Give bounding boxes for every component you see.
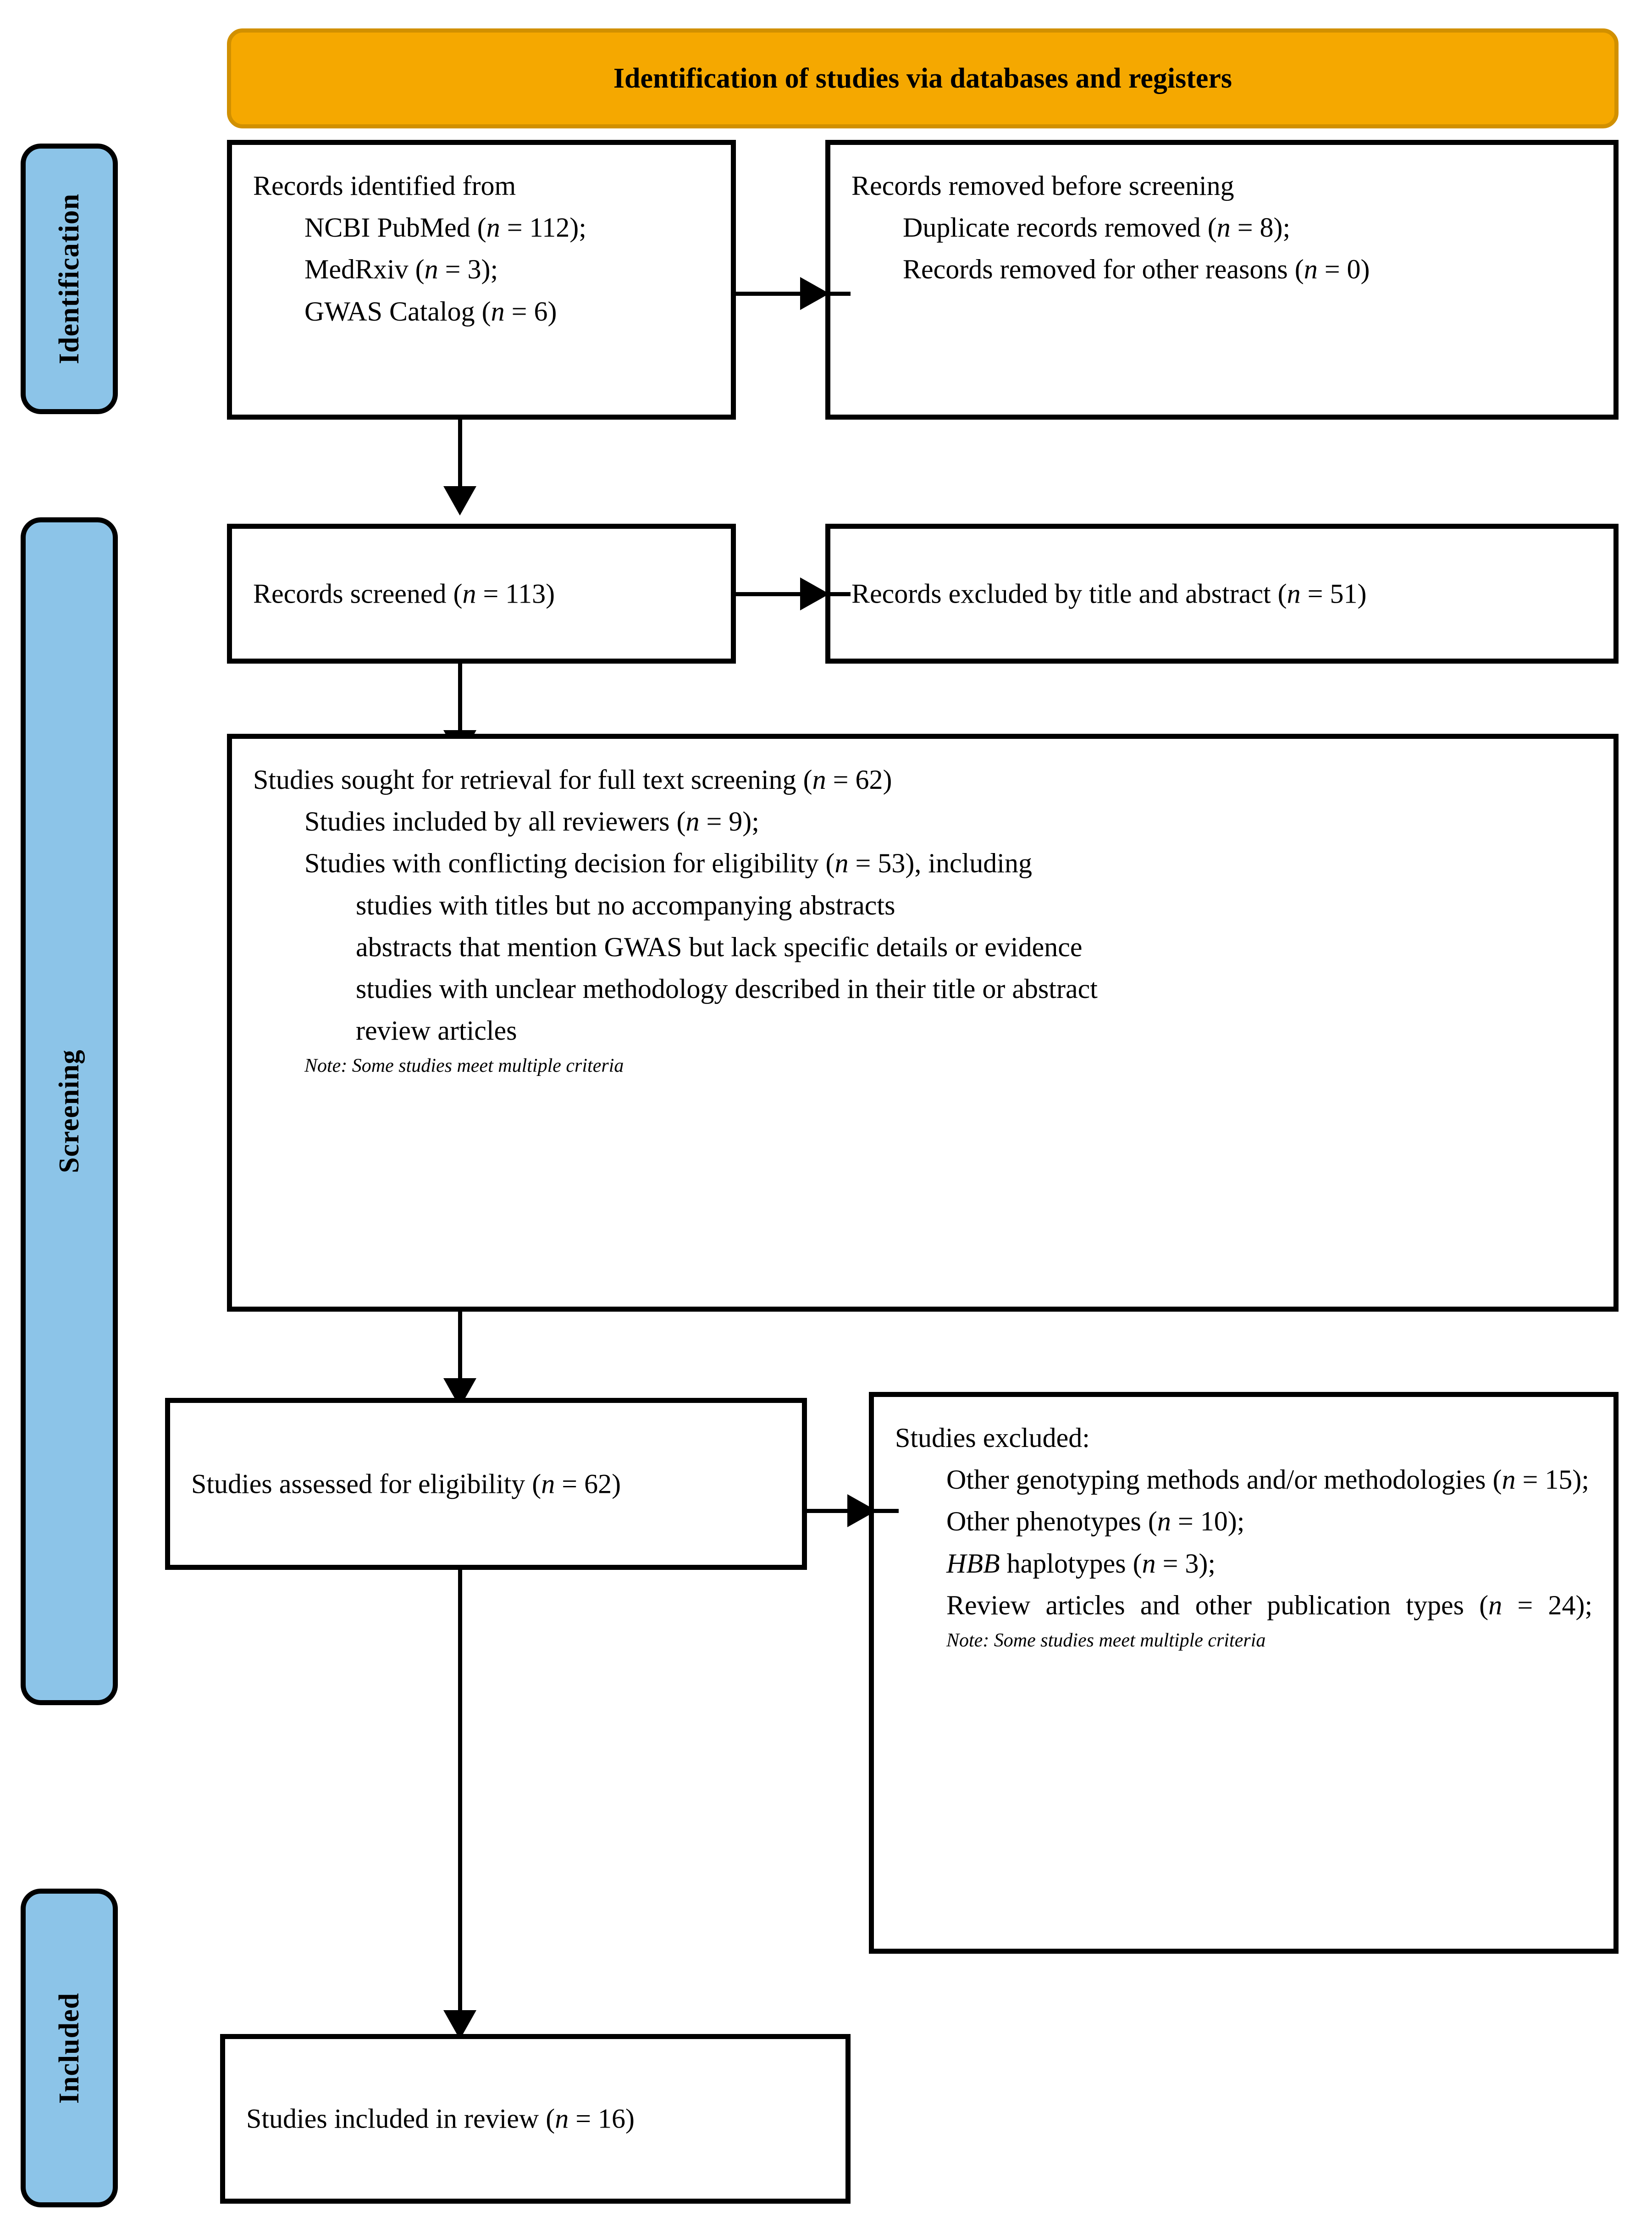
box-studies-sought: Studies sought for retrieval for full te… [227,734,1619,1312]
arrowhead-identified-to-screened [443,486,476,515]
records-identified-item-medrxiv: MedRxiv (n = 3); [304,254,498,285]
diagram-title: Identification of studies via databases … [613,62,1232,94]
connector-sought-to-assessed [458,1312,462,1390]
diagram-title-banner: Identification of studies via databases … [227,28,1619,128]
studies-excluded-item-review: Review articles and other publication ty… [946,1590,1592,1620]
connector-assessed-to-included [458,1570,462,2022]
connector-identified-to-removed [736,292,851,296]
box-records-excluded: Records excluded by title and abstract (… [825,524,1619,664]
studies-excluded-item-phenotypes: Other phenotypes (n = 10); [946,1506,1245,1537]
stage-pill-screening: Screening [21,517,118,1705]
records-screened-heading: Records screened (n = 113) [253,578,555,609]
records-identified-item-pubmed: NCBI PubMed (n = 112); [304,212,586,243]
studies-excluded-heading: Studies excluded: [895,1423,1090,1453]
box-records-identified: Records identified from NCBI PubMed (n =… [227,140,736,420]
records-removed-item-other: Records removed for other reasons (n = 0… [903,254,1370,285]
connector-screened-to-excluded [736,592,851,596]
arrowhead-screened-to-excluded [800,577,829,610]
box-studies-excluded: Studies excluded: Other genotyping metho… [869,1392,1619,1954]
studies-sought-sub-unclear-methodology: studies with unclear methodology describ… [356,973,1098,1004]
box-records-screened: Records screened (n = 113) [227,524,736,664]
studies-sought-sub-gwas-mention: abstracts that mention GWAS but lack spe… [356,931,1083,962]
studies-included-heading: Studies included in review (n = 16) [246,2103,635,2134]
stage-pill-identification: Identification [21,144,118,414]
studies-excluded-note: Note: Some studies meet multiple criteri… [946,1629,1266,1651]
records-excluded-heading: Records excluded by title and abstract (… [851,578,1367,609]
stage-label-identification: Identification [54,193,85,365]
studies-sought-item-included-all: Studies included by all reviewers (n = 9… [304,806,759,837]
connector-screened-to-sought [458,664,462,742]
stage-label-included: Included [54,1992,85,2104]
records-identified-heading: Records identified from [253,171,516,201]
stage-label-screening: Screening [54,1049,85,1173]
studies-sought-item-conflicting: Studies with conflicting decision for el… [304,848,1032,879]
records-removed-heading: Records removed before screening [851,171,1234,201]
records-removed-item-duplicates: Duplicate records removed (n = 8); [903,212,1291,243]
box-records-removed: Records removed before screening Duplica… [825,140,1619,420]
arrowhead-assessed-to-excluded [847,1494,877,1527]
connector-identified-to-screened [458,420,462,498]
box-studies-included: Studies included in review (n = 16) [220,2034,851,2204]
studies-sought-heading: Studies sought for retrieval for full te… [253,765,892,795]
box-studies-assessed: Studies assessed for eligibility (n = 62… [165,1398,807,1570]
studies-assessed-heading: Studies assessed for eligibility (n = 62… [191,1468,621,1499]
studies-excluded-item-genotyping: Other genotyping methods and/or methodol… [946,1464,1589,1495]
studies-sought-note: Note: Some studies meet multiple criteri… [304,1055,624,1077]
studies-excluded-item-hbb: HBB haplotypes (n = 3); [946,1548,1216,1579]
studies-sought-sub-review-articles: review articles [356,1015,517,1046]
arrowhead-identified-to-removed [800,277,829,310]
studies-sought-sub-no-abstracts: studies with titles but no accompanying … [356,890,895,920]
records-identified-item-gwas: GWAS Catalog (n = 6) [304,296,557,327]
stage-pill-included: Included [21,1889,118,2207]
